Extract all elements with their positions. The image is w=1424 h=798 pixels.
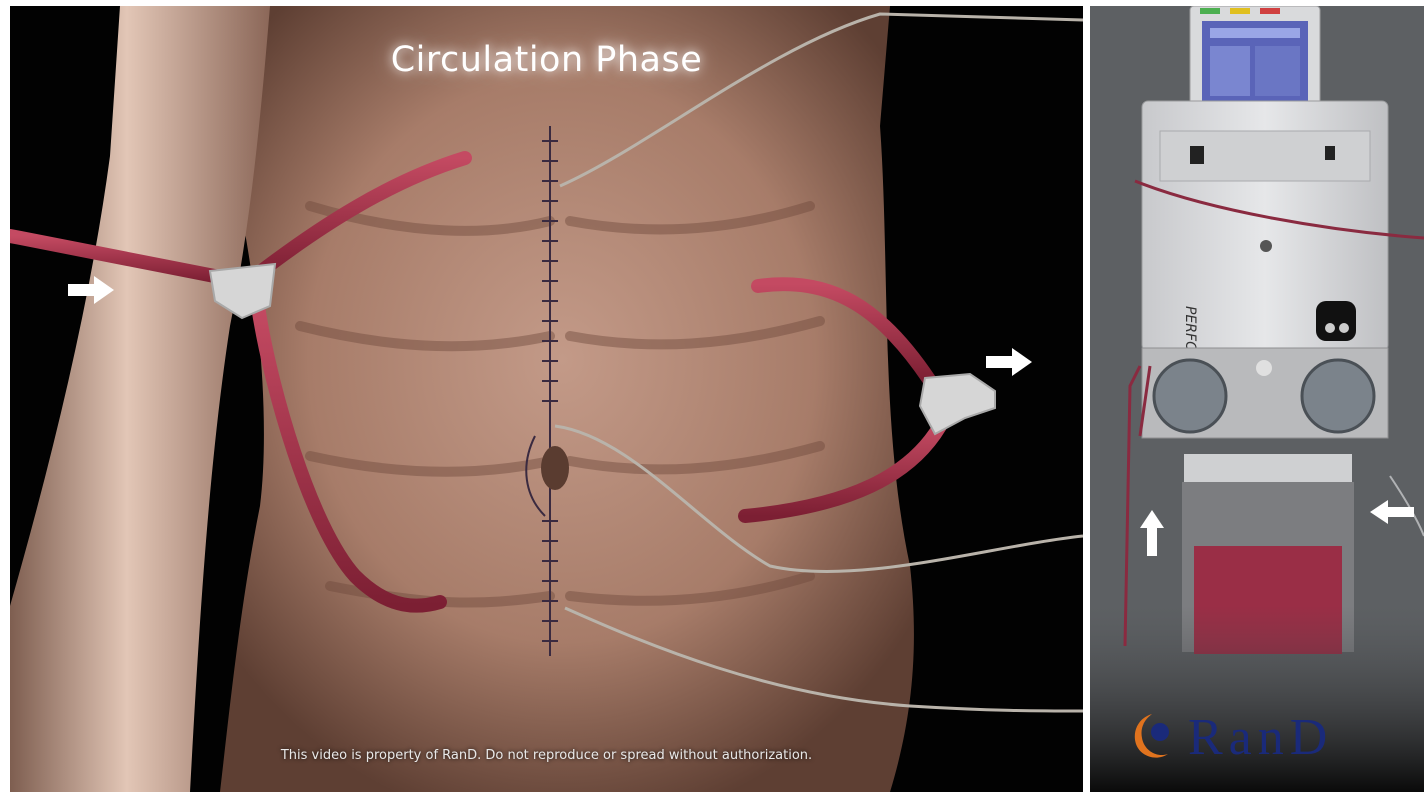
rand-logo: RanD bbox=[1130, 700, 1420, 780]
anatomy-illustration bbox=[10, 6, 1083, 792]
rand-logo-text: RanD bbox=[1188, 708, 1333, 768]
perfusion-machine-illustration: PERFORMER bbox=[1090, 6, 1424, 792]
flow-arrow-right-icon bbox=[986, 348, 1032, 376]
y-connector-right bbox=[920, 374, 995, 434]
rand-logo-mark-icon bbox=[1130, 706, 1178, 766]
anatomy-illustration-panel: Circulation Phase This video is property… bbox=[10, 6, 1083, 792]
perfusion-machine-panel: PERFORMER bbox=[1090, 6, 1424, 792]
